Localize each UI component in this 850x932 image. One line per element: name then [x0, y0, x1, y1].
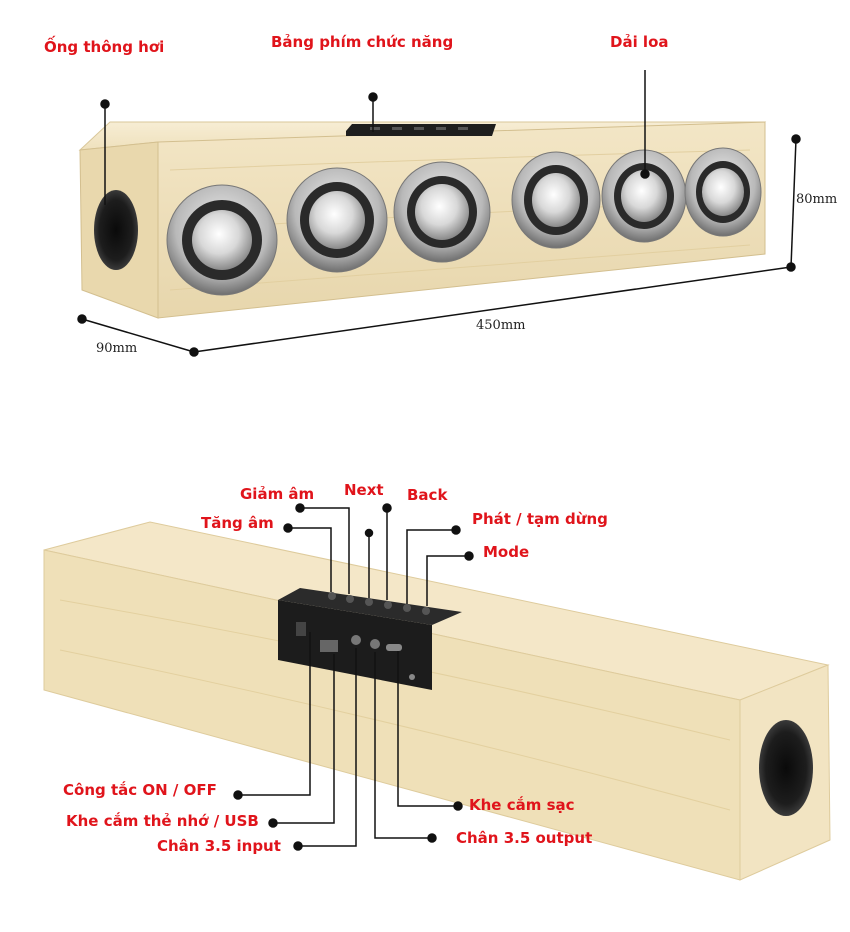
label-mode: Mode [483, 543, 530, 561]
speaker-driver-2 [286, 167, 388, 273]
label-vent: Ống thông hơi [44, 38, 165, 56]
back-leader-lines [233, 503, 474, 851]
keypad-top [346, 124, 496, 136]
label-play-pause: Phát / tạm dừng [472, 510, 608, 528]
label-charging-port: Khe cắm sạc [469, 796, 575, 814]
rear-bass-port [759, 720, 813, 816]
top-leader-lines [77, 70, 801, 357]
control-panel [278, 588, 462, 690]
speaker-driver-3 [393, 161, 491, 263]
dimension-depth: 90mm [96, 341, 138, 356]
label-next: Next [344, 481, 384, 499]
label-card-usb-slot: Khe cắm thẻ nhớ / USB [66, 812, 259, 830]
label-speakers: Dải loa [610, 33, 669, 51]
dimension-length: 450mm [476, 318, 526, 333]
label-power-switch: Công tắc ON / OFF [63, 781, 217, 799]
label-aux-input: Chân 3.5 input [157, 837, 281, 855]
speaker-driver-6 [684, 147, 762, 237]
label-keypad: Bảng phím chức năng [271, 33, 454, 51]
speaker-driver-5 [601, 149, 687, 243]
speaker-driver-4 [511, 151, 601, 249]
label-aux-output: Chân 3.5 output [456, 829, 593, 847]
vent-port [94, 190, 138, 270]
dimension-height: 80mm [796, 192, 838, 207]
label-vol-down: Giảm âm [240, 485, 315, 503]
speaker-driver-1 [166, 184, 278, 296]
label-vol-up: Tăng âm [201, 514, 274, 532]
label-back: Back [407, 486, 448, 504]
